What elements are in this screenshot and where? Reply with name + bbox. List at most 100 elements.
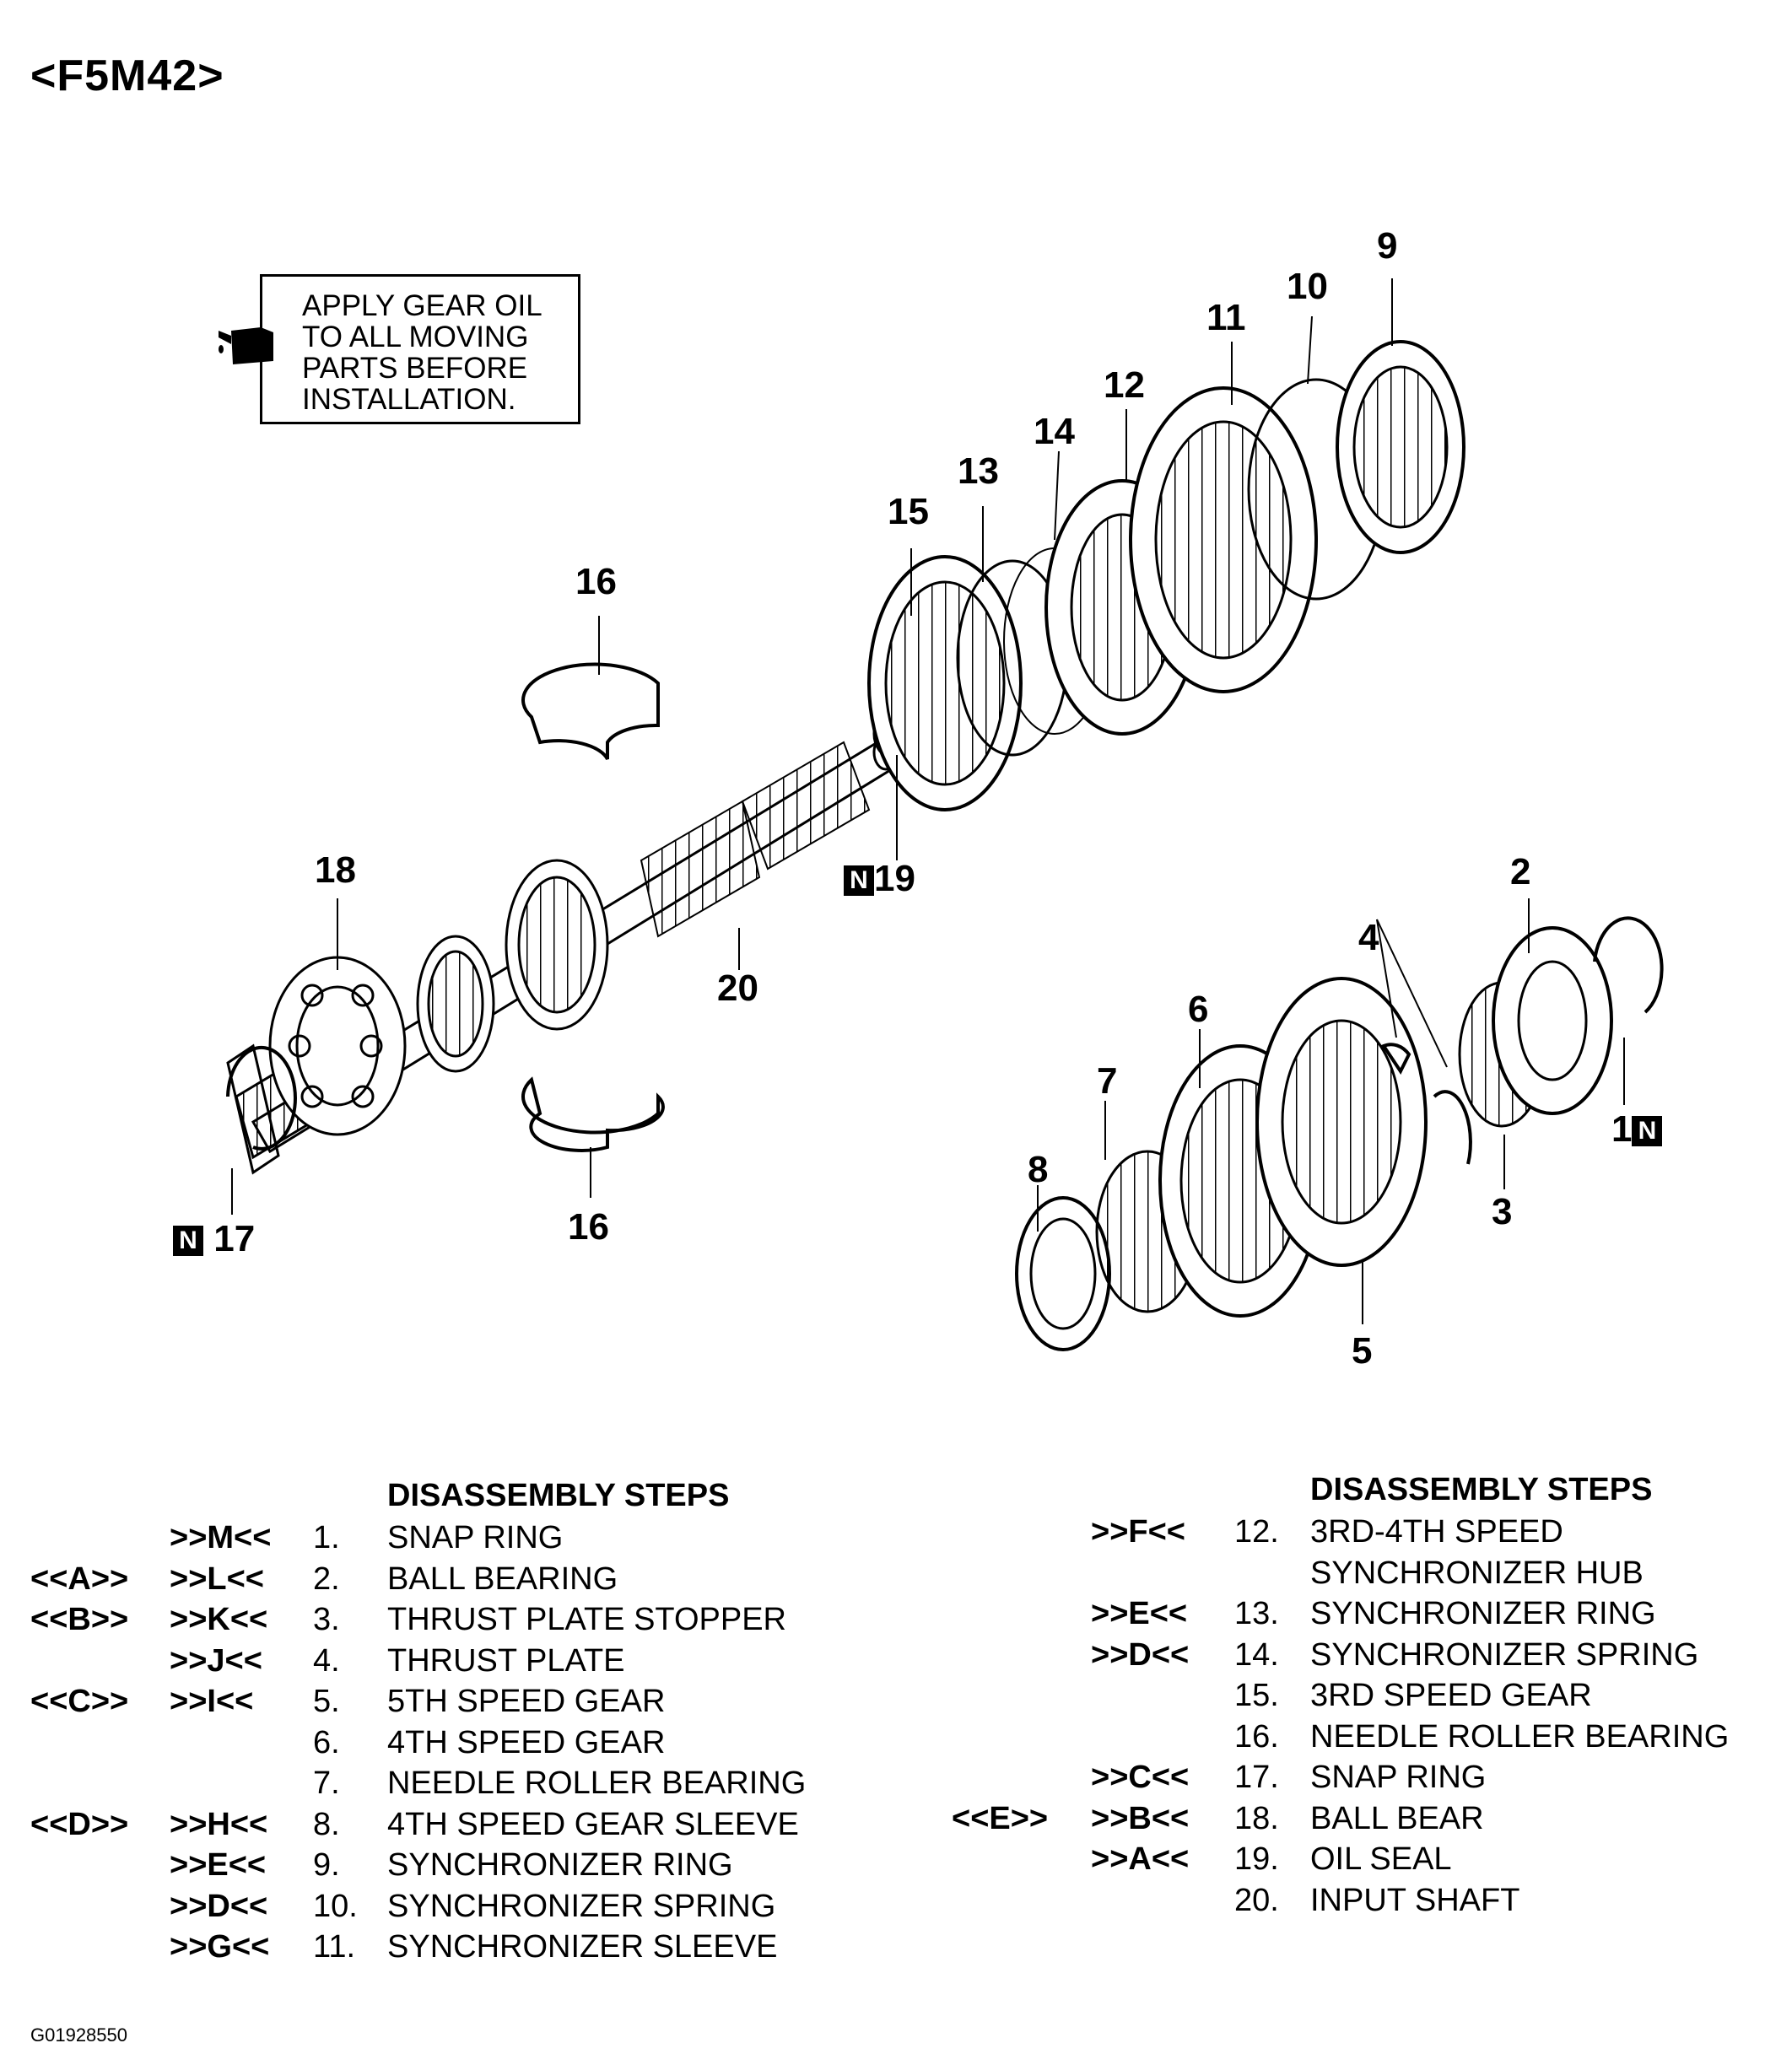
step-number: 12. <box>1234 1514 1279 1550</box>
service-code: >>G<< <box>170 1929 270 1965</box>
service-code: >>A<< <box>1091 1841 1190 1877</box>
step-number: 13. <box>1234 1596 1279 1631</box>
step-part-name: THRUST PLATE STOPPER <box>387 1602 786 1637</box>
gear-oil-note: APPLY GEAR OIL TO ALL MOVING PARTS BEFOR… <box>260 274 580 424</box>
callout-3: 3 <box>1492 1191 1513 1232</box>
step-number: 4. <box>313 1642 340 1679</box>
step-number: 6. <box>313 1724 340 1760</box>
ball-bearing-18 <box>268 956 407 1136</box>
note-line-3: PARTS BEFORE <box>302 352 528 385</box>
step-number: 3. <box>313 1602 340 1637</box>
service-code: >>D<< <box>1091 1636 1190 1673</box>
step-number: 5. <box>313 1684 340 1719</box>
n-badge-19: N <box>844 865 874 897</box>
step-number: 9. <box>313 1847 340 1883</box>
callout-14: 14 <box>1034 411 1075 452</box>
callout-11: 11 <box>1206 297 1246 338</box>
step-part-name: SYNCHRONIZER RING <box>1310 1596 1656 1631</box>
callout-12: 12 <box>1104 364 1145 406</box>
steps-right-heading: DISASSEMBLY STEPS <box>1310 1472 1653 1507</box>
step-part-name: 3RD SPEED GEAR <box>1310 1678 1592 1713</box>
upper-gear-stack <box>867 340 1465 811</box>
step-number: 2. <box>313 1561 340 1597</box>
ref-code: <<A>> <box>30 1561 129 1597</box>
page-title: <F5M42> <box>30 51 224 100</box>
service-code: >>E<< <box>1091 1596 1188 1631</box>
step-part-name: NEEDLE ROLLER BEARING <box>387 1765 807 1801</box>
step-number: 17. <box>1234 1760 1279 1795</box>
service-code: >>K<< <box>170 1602 268 1637</box>
needle-bearing-16b <box>521 1076 665 1152</box>
step-part-name: 4TH SPEED GEAR SLEEVE <box>387 1806 799 1842</box>
callout-10: 10 <box>1287 266 1328 307</box>
step-number: 15. <box>1234 1678 1279 1713</box>
ref-code: <<D>> <box>30 1806 129 1842</box>
callout-17: N 17 <box>173 1221 255 1258</box>
step-number: 20. <box>1234 1882 1279 1918</box>
step-part-name: INPUT SHAFT <box>1310 1882 1520 1918</box>
step-part-name: 4TH SPEED GEAR <box>387 1724 666 1760</box>
service-code: >>L<< <box>170 1561 264 1597</box>
callout-9: 9 <box>1377 225 1398 267</box>
step-part-name: OIL SEAL <box>1310 1841 1452 1877</box>
step-part-name: BALL BEAR <box>1310 1800 1484 1836</box>
step-number: 8. <box>313 1806 340 1842</box>
step-part-name: 5TH SPEED GEAR <box>387 1684 666 1719</box>
service-code: >>D<< <box>170 1888 268 1924</box>
step-part-name: NEEDLE ROLLER BEARING <box>1310 1718 1730 1755</box>
note-line-2: TO ALL MOVING <box>302 321 529 353</box>
step-number: 16. <box>1234 1718 1279 1755</box>
service-code: >>C<< <box>1091 1760 1190 1795</box>
step-part-name: SNAP RING <box>387 1520 564 1555</box>
ref-code: <<C>> <box>30 1684 129 1719</box>
ref-code: <<B>> <box>30 1602 129 1637</box>
input-shaft <box>226 734 899 1175</box>
step-number: 1. <box>313 1520 340 1555</box>
step-part-name: SYNCHRONIZER HUB <box>1310 1555 1644 1591</box>
step-number: 11. <box>313 1929 356 1965</box>
ref-code: <<E>> <box>952 1800 1049 1836</box>
step-number: 7. <box>313 1765 340 1801</box>
step-part-name: SYNCHRONIZER RING <box>387 1847 733 1883</box>
callout-18: 18 <box>315 849 356 891</box>
step-number: 14. <box>1234 1636 1279 1673</box>
step-part-name: THRUST PLATE <box>387 1642 625 1679</box>
snap-ring-1 <box>1593 916 1664 1014</box>
n-badge-1: N <box>1632 1116 1663 1147</box>
service-code: >>E<< <box>170 1847 267 1883</box>
callout-16-top: 16 <box>575 561 617 602</box>
callout-20: 20 <box>717 968 758 1009</box>
leader-lines <box>231 278 1625 1324</box>
step-part-name: SNAP RING <box>1310 1760 1487 1795</box>
note-line-4: INSTALLATION. <box>302 383 516 416</box>
service-code: >>F<< <box>1091 1514 1185 1550</box>
figure-code: G01928550 <box>30 2024 127 2046</box>
step-part-name: SYNCHRONIZER SLEEVE <box>387 1929 778 1965</box>
snap-ring-17 <box>226 1045 297 1151</box>
callout-13: 13 <box>958 450 999 492</box>
service-code: >>I<< <box>170 1684 254 1719</box>
n-badge-17: N <box>173 1226 203 1257</box>
step-part-name: SYNCHRONIZER SPRING <box>1310 1636 1699 1673</box>
service-code: >>B<< <box>1091 1800 1190 1836</box>
note-line-1: APPLY GEAR OIL <box>302 289 542 322</box>
callout-7: 7 <box>1097 1060 1118 1102</box>
callout-5: 5 <box>1352 1330 1373 1372</box>
callout-4: 4 <box>1358 917 1379 958</box>
step-number: 10. <box>313 1888 358 1924</box>
lower-gear-group <box>1015 916 1664 1351</box>
oil-can-icon <box>219 327 273 364</box>
step-part-name: BALL BEARING <box>387 1561 618 1597</box>
step-part-name: SYNCHRONIZER SPRING <box>387 1888 776 1924</box>
steps-left-heading: DISASSEMBLY STEPS <box>387 1478 730 1513</box>
service-code: >>H<< <box>170 1806 268 1842</box>
callout-2: 2 <box>1510 851 1531 892</box>
service-code: >>M<< <box>170 1520 272 1555</box>
step-number: 19. <box>1234 1841 1279 1877</box>
service-code: >>J<< <box>170 1642 262 1679</box>
callout-16-bottom: 16 <box>568 1206 609 1248</box>
callout-15: 15 <box>888 491 929 532</box>
